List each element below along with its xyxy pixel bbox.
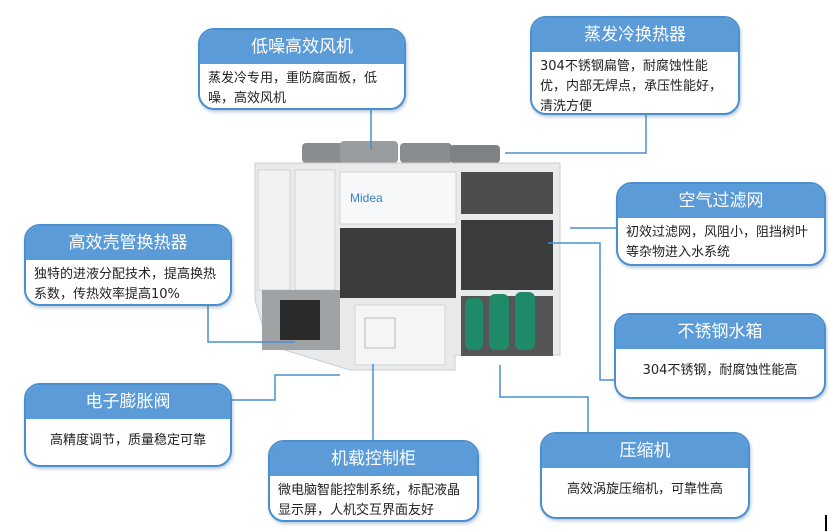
- callout-title: 电子膨胀阀: [26, 385, 230, 419]
- callout-title: 高效壳管换热器: [26, 226, 230, 260]
- brand-logo: Midea: [350, 191, 383, 205]
- control-cabinet: [354, 304, 446, 366]
- callout-text: 独特的进液分配技术，提高换热系数，传热效率提高10%: [34, 267, 217, 302]
- callout-expansion-valve: 电子膨胀阀 高精度调节，质量稳定可靠: [24, 383, 232, 467]
- callout-water-tank: 不锈钢水箱 304不锈钢，耐腐蚀性能高: [614, 313, 826, 399]
- callout-text: 高精度调节，质量稳定可靠: [49, 433, 206, 448]
- callout-text: 高效涡旋压缩机，可靠性高: [566, 482, 723, 497]
- fan-units: [302, 141, 500, 163]
- callout-title: 空气过滤网: [618, 184, 824, 218]
- callout-evaporative-condenser: 蒸发冷换热器 304不锈钢扁管，耐腐蚀性能优，内部无焊点，承压性能好，清洗方便: [530, 16, 740, 115]
- callout-compressor: 压缩机 高效涡旋压缩机，可靠性高: [540, 432, 750, 519]
- callout-title: 机载控制柜: [270, 442, 477, 476]
- callout-text: 微电脑智能控制系统，标配液晶显示屏，人机交互界面友好: [278, 483, 461, 518]
- callout-title: 压缩机: [542, 434, 748, 468]
- callout-control-cabinet: 机载控制柜 微电脑智能控制系统，标配液晶显示屏，人机交互界面友好: [268, 440, 479, 522]
- callout-text: 304不锈钢，耐腐蚀性能高: [642, 363, 798, 378]
- callout-title: 蒸发冷换热器: [532, 18, 738, 52]
- callout-text: 蒸发冷专用，重防腐面板，低噪，高效风机: [208, 71, 378, 106]
- callout-title: 不锈钢水箱: [616, 315, 824, 349]
- connector-lines: [207, 108, 647, 440]
- compressors: [465, 292, 535, 350]
- callout-text: 304不锈钢扁管，耐腐蚀性能优，内部无焊点，承压性能好，清洗方便: [540, 59, 723, 114]
- callout-text: 初效过滤网，风阻小，阻挡树叶等杂物进入水系统: [626, 225, 809, 260]
- callout-fan: 低噪高效风机 蒸发冷专用，重防腐面板，低噪，高效风机: [198, 28, 406, 110]
- callout-shell-tube-exchanger: 高效壳管换热器 独特的进液分配技术，提高换热系数，传热效率提高10%: [24, 224, 232, 306]
- shell-tube-heat-exchanger: [280, 300, 320, 340]
- callout-title: 低噪高效风机: [200, 30, 404, 64]
- callout-air-filter: 空气过滤网 初效过滤网，风阻小，阻挡树叶等杂物进入水系统: [616, 182, 826, 266]
